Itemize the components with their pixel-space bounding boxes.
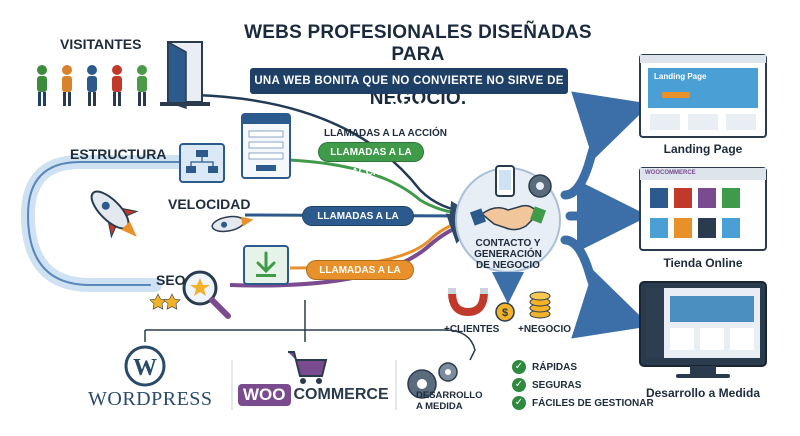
cta-plain-label: LLAMADAS A LA ACCIÓN	[324, 128, 447, 139]
label-visitors: VISITANTES	[60, 36, 142, 52]
result-business: +NEGOCIO	[518, 324, 572, 335]
cta-blue-pill: LLAMADAS A LA ACCIÓN	[302, 206, 414, 242]
svg-text:W: W	[133, 355, 157, 381]
benefits-list: ✓RÁPIDAS ✓SEGURAS ✓FÁCILES DE GESTIONAR	[512, 358, 654, 412]
label-seo: SEO	[156, 272, 186, 288]
cart-icon	[288, 351, 328, 384]
hub-line-3: DE NEGOCIO	[476, 260, 540, 271]
commerce-wordmark: COMMERCE	[293, 386, 389, 403]
output-custom-caption: Desarrollo a Medida	[645, 386, 761, 400]
landing-inner-title: Landing Page	[654, 72, 707, 81]
rocket-icon-small	[211, 215, 254, 233]
visitor-figures	[37, 65, 147, 106]
check-icon: ✓	[512, 360, 526, 374]
rocket-icon-large	[90, 190, 139, 239]
check-icon: ✓	[512, 378, 526, 392]
download-icon	[243, 245, 289, 285]
benefit-item: ✓RÁPIDAS	[512, 358, 654, 376]
flow-line-green	[289, 158, 474, 225]
output-landing-caption: Landing Page	[663, 142, 743, 156]
coin-stack-icon	[529, 291, 551, 319]
desktop-mockup	[639, 281, 767, 378]
store-mockup	[639, 167, 767, 251]
custom-line-2: A MEDIDA	[416, 401, 463, 412]
rating-stars-icon	[149, 293, 181, 310]
wordpress-wordmark: WORDPRESS	[88, 388, 213, 410]
hub-line-1: CONTACTO Y	[475, 238, 541, 249]
wordpress-logo-icon: W	[124, 345, 166, 387]
cta-orange-pill: LLAMADAS A LA ACCIÓN	[306, 260, 414, 296]
title-line-1: WEBS PROFESIONALES DISEÑADAS PARA	[244, 22, 592, 65]
output-store-caption: Tienda Online	[663, 256, 743, 270]
custom-dev-label: DESARROLLO A MEDIDA	[416, 390, 483, 412]
cta-green-pill: LLAMADAS A LA ACCIÓN	[318, 142, 424, 178]
benefit-item: ✓FÁCILES DE GESTIONAR	[512, 394, 654, 412]
flow-line-purple	[229, 213, 482, 288]
svg-text:$: $	[502, 307, 508, 319]
smartphone-icon	[495, 165, 515, 197]
woo-badge: WOO	[238, 384, 291, 406]
custom-line-1: DESARROLLO	[416, 390, 483, 401]
magnifier-icon	[182, 270, 231, 319]
gear-icon	[528, 174, 552, 198]
landing-page-mockup	[639, 54, 767, 138]
sitemap-icon	[179, 143, 225, 183]
check-icon: ✓	[512, 396, 526, 410]
hub-label: CONTACTO Y GENERACIÓN DE NEGOCIO	[462, 238, 554, 271]
handshake-icon	[469, 204, 547, 231]
store-brand-text: WOOCOMMERCE	[645, 170, 696, 176]
arrow-to-landing	[560, 91, 651, 200]
hub-line-2: GENERACIÓN	[474, 249, 542, 260]
form-panel-icon	[241, 113, 291, 179]
result-clients: +CLIENTES	[444, 324, 500, 335]
tagline-banner: UNA WEB BONITA QUE NO CONVIERTE NO SIRVE…	[250, 68, 568, 113]
gears-icon	[407, 362, 458, 399]
arrow-to-custom	[560, 235, 651, 339]
label-speed: VELOCIDAD	[168, 196, 251, 212]
magnet-icon	[448, 288, 488, 317]
dollar-coin-icon: $	[495, 302, 515, 322]
door-icon	[160, 40, 210, 110]
label-structure: ESTRUCTURA	[70, 146, 167, 162]
woocommerce-logo: WOO COMMERCE	[238, 384, 389, 406]
benefit-item: ✓SEGURAS	[512, 376, 654, 394]
